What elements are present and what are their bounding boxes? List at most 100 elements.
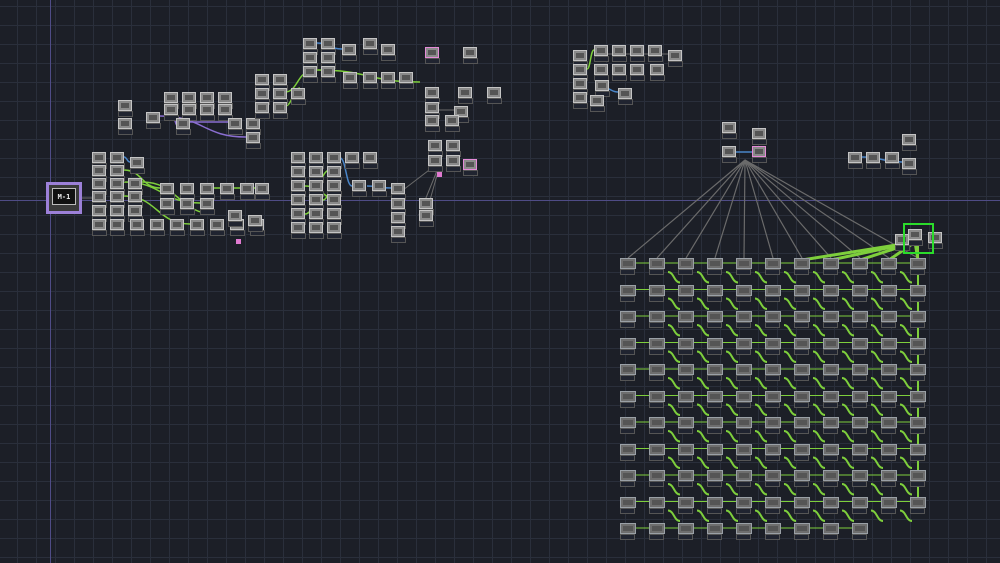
grid-cell-node[interactable] xyxy=(823,311,839,322)
operator-node[interactable] xyxy=(630,64,644,75)
grid-cell-node[interactable] xyxy=(620,364,636,375)
operator-node[interactable] xyxy=(309,194,323,205)
operator-node[interactable] xyxy=(342,44,356,55)
grid-cell-node[interactable] xyxy=(910,390,926,402)
operator-node[interactable] xyxy=(291,208,305,219)
grid-cell-node[interactable] xyxy=(678,390,694,402)
operator-node[interactable] xyxy=(391,212,405,223)
operator-node[interactable] xyxy=(590,95,604,106)
grid-cell-node[interactable] xyxy=(649,284,665,296)
operator-node[interactable] xyxy=(463,47,477,58)
operator-node[interactable] xyxy=(573,78,587,89)
grid-cell-node[interactable] xyxy=(736,470,752,481)
grid-cell-node[interactable] xyxy=(736,311,752,322)
operator-node[interactable] xyxy=(928,232,942,243)
operator-node[interactable] xyxy=(128,191,142,202)
operator-node[interactable] xyxy=(128,178,142,189)
operator-node[interactable] xyxy=(327,222,341,233)
operator-node[interactable] xyxy=(321,66,335,77)
operator-node[interactable] xyxy=(372,180,386,191)
operator-node[interactable] xyxy=(180,198,194,209)
grid-cell-node[interactable] xyxy=(678,284,694,296)
grid-cell-node[interactable] xyxy=(794,523,810,534)
operator-node[interactable] xyxy=(180,183,194,194)
grid-cell-node[interactable] xyxy=(678,337,694,349)
operator-node[interactable] xyxy=(273,74,287,85)
grid-cell-node[interactable] xyxy=(910,443,926,455)
operator-node[interactable] xyxy=(210,219,224,230)
operator-node[interactable] xyxy=(668,50,682,61)
grid-cell-node[interactable] xyxy=(707,443,723,455)
operator-node[interactable] xyxy=(110,165,124,176)
operator-node[interactable] xyxy=(902,134,916,145)
grid-cell-node[interactable] xyxy=(678,311,694,322)
grid-cell-node[interactable] xyxy=(910,364,926,375)
main-operator-node[interactable]: M-1 xyxy=(46,182,82,214)
operator-node[interactable] xyxy=(291,166,305,177)
grid-cell-node[interactable] xyxy=(678,443,694,455)
grid-cell-node[interactable] xyxy=(794,443,810,455)
grid-cell-node[interactable] xyxy=(852,443,868,455)
grid-cell-node[interactable] xyxy=(823,337,839,349)
operator-node[interactable] xyxy=(130,219,144,230)
operator-node[interactable] xyxy=(419,198,433,209)
grid-cell-node[interactable] xyxy=(649,337,665,349)
grid-cell-node[interactable] xyxy=(852,523,868,534)
grid-cell-node[interactable] xyxy=(620,311,636,322)
grid-cell-node[interactable] xyxy=(620,443,636,455)
operator-node[interactable] xyxy=(321,52,335,63)
operator-node[interactable] xyxy=(92,165,106,176)
operator-node[interactable] xyxy=(273,88,287,99)
grid-cell-node[interactable] xyxy=(881,470,897,481)
operator-node[interactable] xyxy=(309,208,323,219)
grid-cell-node[interactable] xyxy=(910,496,926,508)
grid-cell-node[interactable] xyxy=(823,417,839,428)
operator-node[interactable] xyxy=(343,72,357,83)
operator-node[interactable] xyxy=(425,87,439,98)
operator-node[interactable] xyxy=(303,38,317,49)
grid-cell-node[interactable] xyxy=(881,417,897,428)
operator-node[interactable] xyxy=(303,52,317,63)
operator-node[interactable] xyxy=(425,47,439,58)
operator-node[interactable] xyxy=(160,198,174,209)
operator-node[interactable] xyxy=(902,158,916,169)
grid-cell-node[interactable] xyxy=(765,337,781,349)
grid-cell-node[interactable] xyxy=(649,496,665,508)
grid-cell-node[interactable] xyxy=(881,284,897,296)
operator-node[interactable] xyxy=(327,166,341,177)
operator-node[interactable] xyxy=(594,64,608,75)
operator-node[interactable] xyxy=(327,208,341,219)
grid-cell-node[interactable] xyxy=(620,470,636,481)
operator-node[interactable] xyxy=(182,104,196,115)
operator-node[interactable] xyxy=(458,87,472,98)
operator-node[interactable] xyxy=(895,234,909,245)
grid-cell-node[interactable] xyxy=(881,337,897,349)
grid-cell-node[interactable] xyxy=(707,470,723,481)
operator-node[interactable] xyxy=(352,180,366,191)
operator-node[interactable] xyxy=(291,222,305,233)
operator-node[interactable] xyxy=(150,219,164,230)
grid-cell-node[interactable] xyxy=(620,258,636,269)
grid-cell-node[interactable] xyxy=(765,470,781,481)
grid-cell-node[interactable] xyxy=(823,523,839,534)
grid-cell-node[interactable] xyxy=(765,258,781,269)
grid-cell-node[interactable] xyxy=(707,417,723,428)
grid-cell-node[interactable] xyxy=(678,364,694,375)
operator-node[interactable] xyxy=(110,152,124,163)
operator-node[interactable] xyxy=(618,88,632,99)
grid-cell-node[interactable] xyxy=(620,390,636,402)
operator-node[interactable] xyxy=(218,92,232,103)
operator-node[interactable] xyxy=(381,72,395,83)
operator-node[interactable] xyxy=(391,183,405,194)
grid-cell-node[interactable] xyxy=(881,364,897,375)
grid-cell-node[interactable] xyxy=(620,523,636,534)
operator-node[interactable] xyxy=(345,152,359,163)
grid-cell-node[interactable] xyxy=(794,311,810,322)
operator-node[interactable] xyxy=(428,140,442,151)
grid-cell-node[interactable] xyxy=(852,390,868,402)
operator-node[interactable] xyxy=(309,180,323,191)
operator-node[interactable] xyxy=(118,118,132,129)
grid-cell-node[interactable] xyxy=(852,258,868,269)
operator-node[interactable] xyxy=(190,219,204,230)
operator-node[interactable] xyxy=(425,102,439,113)
